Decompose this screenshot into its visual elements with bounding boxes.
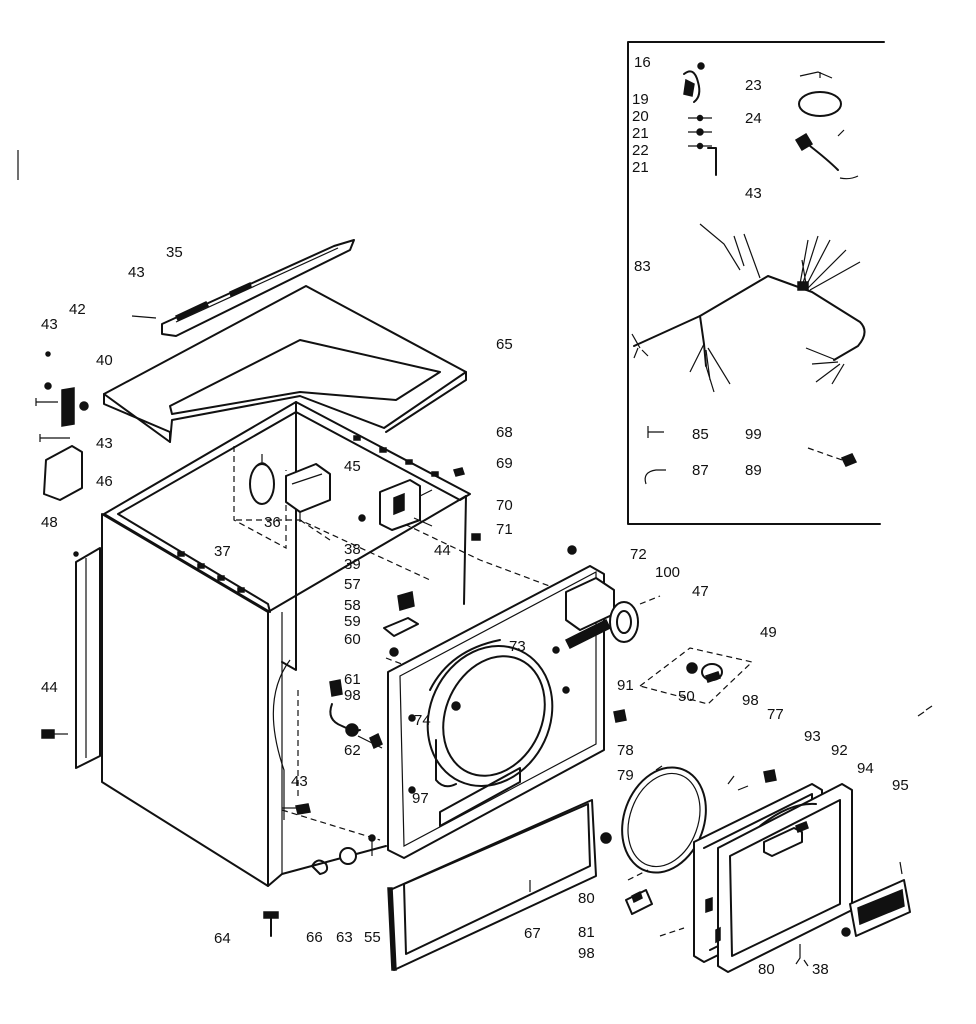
rear-strip: [131, 239, 355, 337]
part-label-l35: 35: [166, 244, 183, 261]
part-label-l66: 66: [306, 929, 323, 946]
part-label-l36: 36: [264, 514, 281, 531]
part-label-l64: 64: [214, 930, 231, 947]
part-label-l97: 97: [412, 790, 429, 807]
part-label-l58: 58: [344, 597, 361, 614]
door-handle: [795, 861, 911, 967]
part-label-l71: 71: [496, 521, 513, 538]
part-label-l57: 57: [344, 576, 361, 593]
part-label-l85: 85: [692, 426, 709, 443]
part-label-l92: 92: [831, 742, 848, 759]
part-label-l91: 91: [617, 677, 634, 694]
part-label-l74: 74: [414, 712, 431, 729]
part-label-l68: 68: [496, 424, 513, 441]
part-label-l42: 42: [69, 301, 86, 318]
part-label-l72: 72: [630, 546, 647, 563]
part-label-l44a: 44: [434, 542, 451, 559]
part-label-l21a: 21: [632, 125, 649, 142]
timer-and-switches: [249, 454, 481, 541]
part-label-l38a: 38: [344, 541, 361, 558]
part-label-l83: 83: [634, 258, 651, 275]
part-label-l24: 24: [745, 110, 762, 127]
part-label-l93: 93: [804, 728, 821, 745]
part-label-l99: 99: [745, 426, 762, 443]
part-label-l43d: 43: [96, 435, 113, 452]
part-label-l22: 22: [632, 142, 649, 159]
part-label-l43e: 43: [291, 773, 308, 790]
part-label-l73: 73: [509, 638, 526, 655]
thermostat-group: [639, 647, 754, 705]
part-label-l46: 46: [96, 473, 113, 490]
part-label-l49: 49: [760, 624, 777, 641]
part-label-l62: 62: [344, 742, 361, 759]
part-label-l45: 45: [344, 458, 361, 475]
part-label-l80b: 80: [758, 961, 775, 978]
part-label-l37: 37: [214, 543, 231, 560]
part-label-l59: 59: [344, 613, 361, 630]
part-label-l38b: 38: [812, 961, 829, 978]
part-label-l80a: 80: [578, 890, 595, 907]
part-label-l81: 81: [578, 924, 595, 941]
part-label-l63: 63: [336, 929, 353, 946]
part-label-l16: 16: [634, 54, 651, 71]
part-label-l43a: 43: [745, 185, 762, 202]
door-assembly: [693, 769, 853, 973]
part-label-l44b: 44: [41, 679, 58, 696]
part-label-l100: 100: [655, 564, 680, 581]
part-label-l89: 89: [745, 462, 762, 479]
part-label-l98a: 98: [344, 687, 361, 704]
part-label-l43b: 43: [128, 264, 145, 281]
blower-housing: [564, 545, 661, 650]
cabinet: [75, 401, 561, 887]
part-label-l43c: 43: [41, 316, 58, 333]
top-panel: [103, 285, 467, 443]
front-bulkhead: [387, 565, 627, 859]
part-label-l98c: 98: [578, 945, 595, 962]
part-label-l98b: 98: [742, 692, 759, 709]
part-label-l19: 19: [632, 91, 649, 108]
door-switch-parts: [329, 591, 419, 750]
part-label-l20: 20: [632, 108, 649, 125]
part-label-l60: 60: [344, 631, 361, 648]
front-panel: [387, 799, 612, 971]
part-label-l77: 77: [767, 706, 784, 723]
inset-box: [627, 41, 885, 525]
small-parts-85-99: [644, 426, 858, 485]
misc-marks: [17, 150, 933, 739]
part-label-l23: 23: [745, 77, 762, 94]
part-label-l50: 50: [678, 688, 695, 705]
part-label-l61: 61: [344, 671, 361, 688]
part-label-l79: 79: [617, 767, 634, 784]
part-label-l94: 94: [857, 760, 874, 777]
part-label-l70: 70: [496, 497, 513, 514]
part-label-l40: 40: [96, 352, 113, 369]
lamp-and-socket: [794, 71, 859, 180]
part-label-l21b: 21: [632, 159, 649, 176]
part-label-l95: 95: [892, 777, 909, 794]
part-label-l55: 55: [364, 929, 381, 946]
part-label-l39: 39: [344, 556, 361, 573]
part-label-l87: 87: [692, 462, 709, 479]
door-seal: [621, 765, 707, 874]
part-label-l65: 65: [496, 336, 513, 353]
part-label-l48: 48: [41, 514, 58, 531]
left-hardware: [35, 382, 89, 501]
part-label-l69: 69: [496, 455, 513, 472]
part-label-l67: 67: [524, 925, 541, 942]
lower-hardware: [263, 803, 376, 937]
clamp-parts: [683, 62, 717, 176]
door-hinge: [625, 869, 685, 937]
wire-harness: [631, 223, 866, 393]
part-label-l78: 78: [617, 742, 634, 759]
part-label-l47: 47: [692, 583, 709, 600]
